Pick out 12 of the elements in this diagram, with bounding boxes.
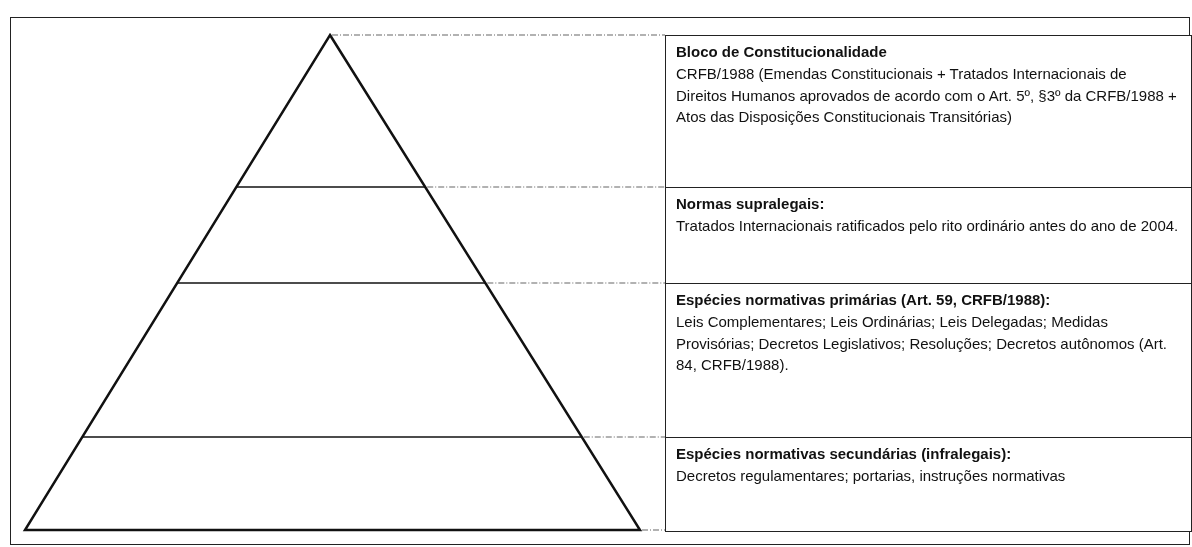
table-row xyxy=(665,187,1192,285)
row-description: Leis Complementares; Leis Ordinárias; Leis Delegadas; Medidas Provisórias; Decretos Legislativos; Resoluções; Decretos autônomos (Art. 84, CRFB/1988). xyxy=(676,311,1169,376)
table-row xyxy=(665,283,1192,439)
row-description: Decretos regulamentares; portarias, instruções normativas xyxy=(676,465,1067,486)
row-heading: Bloco de Constitucionalidade xyxy=(676,42,888,62)
row-heading: Espécies normativas secundárias (infralegais): xyxy=(676,444,1013,464)
row-description: Tratados Internacionais ratificados pelo rito ordinário antes do ano de 2004. xyxy=(676,215,1180,236)
row-heading: Normas supralegais: xyxy=(676,194,826,214)
row-heading: Espécies normativas primárias (Art. 59, CRFB/1988): xyxy=(676,290,1052,310)
row-description: CRFB/1988 (Emendas Constitucionais + Tratados Internacionais de Direitos Humanos aprovados de acordo com o Art. 5º, §3º da CRFB/1988 + Atos das Disposições Constitucionais Transitórias) xyxy=(676,63,1178,128)
table-row xyxy=(665,437,1192,532)
table-row xyxy=(665,35,1192,189)
